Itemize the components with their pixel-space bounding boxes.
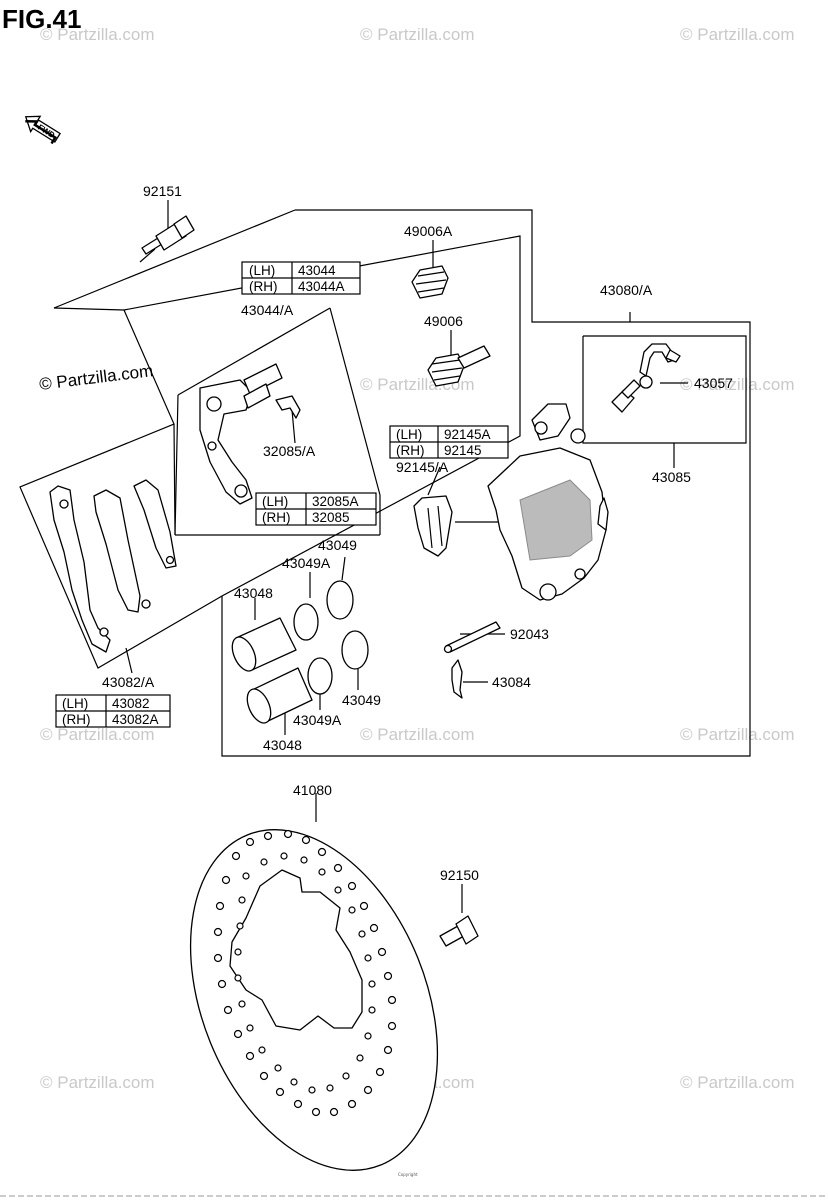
bleeder-valve [611,343,681,413]
label-92043: 92043 [510,626,549,642]
table-part: 43044 [298,263,336,278]
label-43048-top: 43048 [234,585,273,601]
bolt-92151 [141,215,195,255]
table-side: (LH) [62,696,88,711]
watermark: © Partzilla.com [680,725,795,744]
label-43049A-top: 43049A [282,555,331,571]
table-bracket: (LH) 43044 (RH) 43044A [241,261,361,295]
table-part: 92145 [444,443,482,458]
clip-43084 [451,659,463,699]
label-43084: 43084 [492,674,531,690]
label-43049-bottom: 43049 [342,692,381,708]
table-pin: (LH) 92145A (RH) 92145 [389,425,509,459]
caliper-bracket [199,363,283,505]
label-43048-bottom: 43048 [263,737,302,753]
disc-holes [213,829,397,1117]
label-32085A: 32085/A [263,443,316,459]
label-92145A: 92145/A [396,459,449,475]
seals [293,580,369,695]
pad-pin-clip [413,495,453,557]
table-part: 43082 [112,696,150,711]
label-43044A: 43044/A [241,302,294,318]
table-part: 43044A [298,279,345,294]
leader-lines [125,200,688,913]
label-43049A-bottom: 43049A [293,712,342,728]
table-spring: (LH) 32085A (RH) 32085 [255,492,377,526]
table-pads: (LH) 43082 (RH) 43082A [55,694,171,728]
pad-spring [275,395,301,419]
watermark: © Partzilla.com [680,25,795,44]
copyright-text: Copyright [398,1172,418,1177]
table-side: (LH) [249,263,275,278]
boot-pin-49006 [427,345,491,387]
table-side: (RH) [249,279,278,294]
pin-92043 [443,621,501,654]
watermark: © Partzilla.com [360,25,475,44]
label-43057: 43057 [694,375,733,391]
caliper-body [487,403,609,601]
watermark: © Partzilla.com [360,725,475,744]
table-side: (RH) [62,712,91,727]
table-side: (RH) [396,443,425,458]
label-92150: 92150 [440,867,479,883]
table-side: (RH) [262,510,291,525]
watermark: © Partzilla.com [40,725,155,744]
label-41080: 41080 [293,782,332,798]
brake-pads [49,479,177,653]
label-43080A: 43080/A [600,282,653,298]
label-43082A: 43082/A [102,674,155,690]
label-49006A: 49006A [404,223,453,239]
forward-arrow-icon: FWD [24,115,62,145]
figure-title: FIG.41 [2,4,81,34]
watermark: © Partzilla.com [40,25,155,44]
boot-49006A [411,265,449,299]
table-part: 32085 [312,510,350,525]
part-labels: 92151 49006A 43044/A 49006 43080/A 43057… [102,183,733,883]
watermark: © Partzilla.com [680,1073,795,1092]
piston-upper [231,617,297,672]
watermark: © Partzilla.com [40,1073,155,1092]
label-92151: 92151 [143,183,182,199]
table-side: (LH) [262,494,288,509]
label-43049-top: 43049 [318,537,357,553]
table-part: 43082A [112,712,159,727]
table-part: 32085A [312,494,359,509]
label-43085: 43085 [652,469,691,485]
piston-lower [246,667,313,724]
table-side: (LH) [396,427,422,442]
table-part: 92145A [444,427,491,442]
caliper-assembly-outline [19,209,751,757]
brake-disc [189,829,439,1171]
bolt-92150 [439,915,479,947]
watermark: © Partzilla.com [680,375,795,394]
label-49006: 49006 [424,313,463,329]
watermark: © Partzilla.com [38,361,154,394]
